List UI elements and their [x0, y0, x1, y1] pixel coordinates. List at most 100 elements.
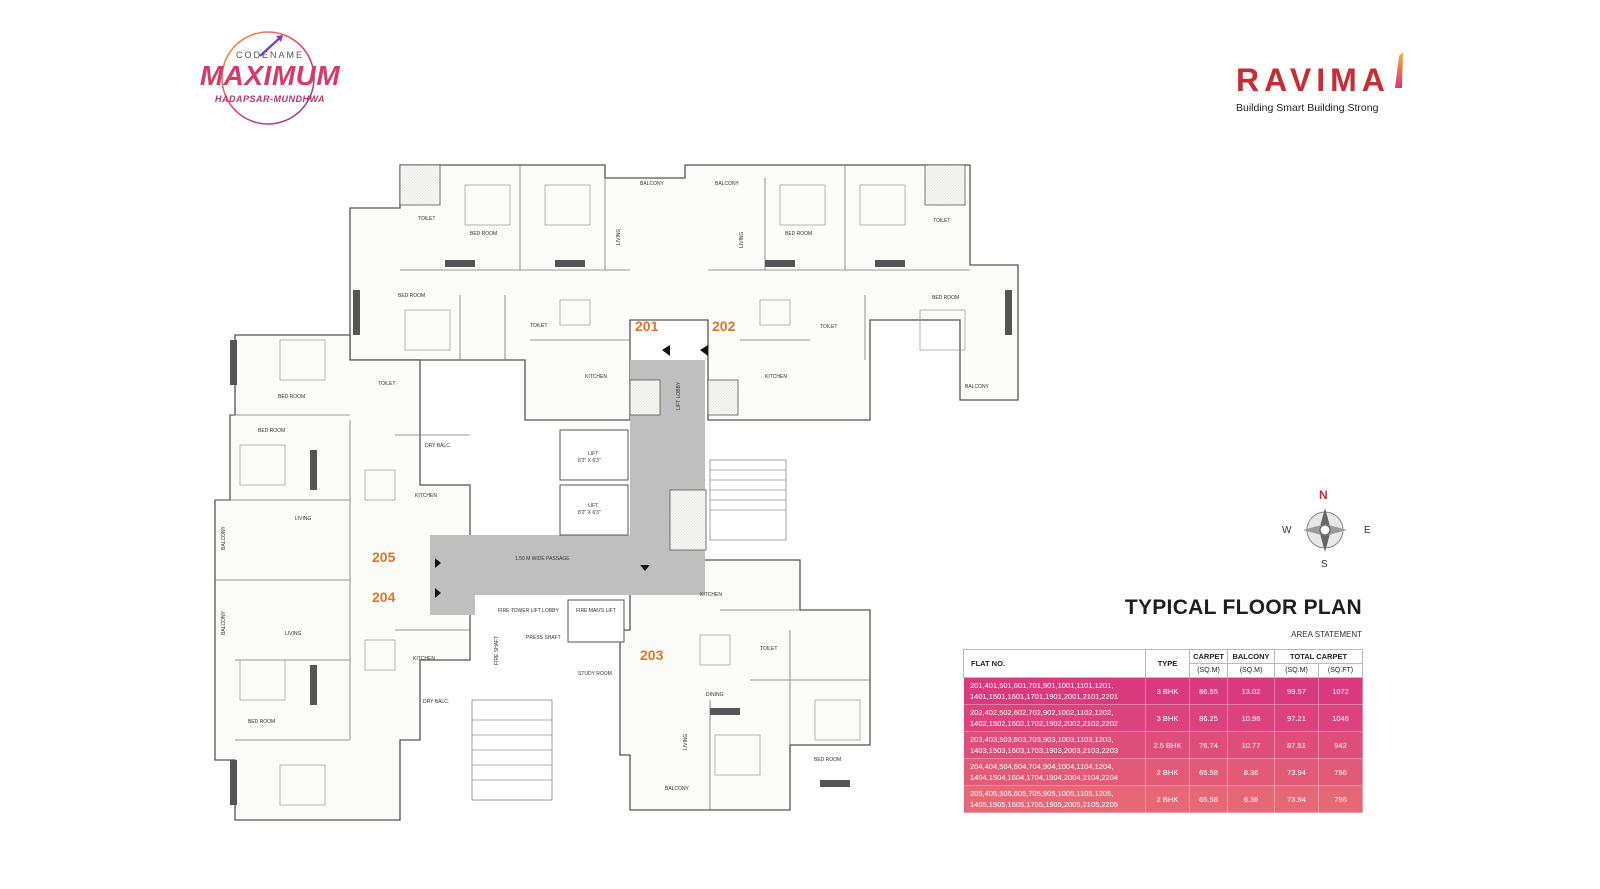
logo-ring-icon: [221, 31, 315, 125]
flat-list: 201,401,501,601,701,901,1001,1101,1201, 1…: [963, 677, 1146, 705]
room-toilet: TOILET: [378, 381, 395, 387]
flat-list-line: 1401,1501,1601,1701,1901,2001,2101,2201: [970, 692, 1119, 701]
room-kitchen: KITCHEN: [585, 374, 607, 380]
lift-lobby-label: LIFT LOBBY: [676, 381, 682, 410]
total-carpet-sqft: 1046: [1318, 704, 1363, 732]
flat-list-line: 201,401,501,601,701,901,1001,1101,1201,: [970, 681, 1114, 690]
flat-number-205: 205: [372, 549, 396, 565]
fire-mans-lift-label: FIRE MAN'S LIFT: [576, 608, 616, 614]
room-kitchen: KITCHEN: [765, 374, 787, 380]
direction-markers: [435, 345, 708, 598]
table-row: 203,403,503,603,703,903,1003,1103,1203, 1…: [963, 731, 1363, 759]
room-living: LIVING: [295, 516, 312, 522]
lift-label-1: LIFT: [588, 451, 598, 457]
room-bed-room: BED ROOM: [258, 428, 285, 434]
room-bed-room: BED ROOM: [785, 231, 812, 237]
table-row: 204,404,504,604,704,904,1004,1104,1204, 1…: [963, 758, 1363, 786]
flat-list-line: 1402,1502,1602,1702,1902,2002,2102,2202: [970, 719, 1119, 728]
header-balcony: BALCONY: [1227, 649, 1275, 664]
core-area: [430, 360, 705, 615]
flat-type: 2 BHK: [1145, 758, 1190, 786]
logo-project-name: MAXIMUM: [199, 60, 341, 91]
carpet-area: 86.25: [1189, 704, 1228, 732]
flat-type: 2.5 BHK: [1145, 731, 1190, 759]
balcony-area: 10.96: [1227, 704, 1275, 732]
header-total-carpet: TOTAL CARPET: [1274, 649, 1363, 664]
lift-size-1: 8'2" X 6'3": [578, 458, 601, 464]
fire-shaft-label: FIRE SHAFT: [494, 636, 500, 665]
room-toilet: TOILET: [933, 218, 950, 224]
total-carpet-sqft: 1072: [1318, 677, 1363, 705]
area-statement-caption: AREA STATEMENT: [1291, 630, 1362, 639]
flat-list: 204,404,504,604,704,904,1004,1104,1204, 1…: [963, 758, 1146, 786]
room-balcony: BALCONY: [221, 525, 227, 550]
flat-list-line: 205,405,505,605,705,905,1005,1105,1205,: [970, 789, 1114, 798]
floor-plan: 1.50 M WIDE PASSAGE LIFT 8'2" X 6'3" LIF…: [210, 160, 1030, 835]
room-living: LIVING: [683, 733, 689, 750]
room-toilet: TOILET: [820, 324, 837, 330]
flat-list: 203,403,503,603,703,903,1003,1103,1203, 1…: [963, 731, 1146, 759]
flat-type: 2 BHK: [1145, 785, 1190, 813]
flat-list-line: 204,404,504,604,704,904,1004,1104,1204,: [970, 762, 1114, 771]
room-dry-balc: DRY BALC.: [425, 443, 451, 449]
brand-tagline: Building Smart Building Strong: [1236, 102, 1379, 114]
total-carpet-sqm: 99.57: [1274, 677, 1319, 705]
room-living: LIVING: [285, 631, 302, 637]
carpet-area: 65.58: [1189, 758, 1228, 786]
room-living: LIVING: [739, 231, 745, 248]
building-outline: [214, 164, 1019, 821]
room-toilet: TOILET: [760, 646, 777, 652]
table-row: 205,405,505,605,705,905,1005,1105,1205, 1…: [963, 785, 1363, 813]
compass-east-label: E: [1364, 525, 1371, 536]
flat-list-line: 203,403,503,603,703,903,1003,1103,1203,: [970, 735, 1114, 744]
interior-walls: [215, 165, 970, 810]
compass-north-label: N: [1319, 488, 1328, 502]
flat-list-line: 1403,1503,1603,1703,1903,2003,2103,2203: [970, 746, 1119, 755]
room-living: LIVING: [616, 228, 622, 245]
carpet-area: 65.58: [1189, 785, 1228, 813]
total-carpet-sqm: 73.94: [1274, 758, 1319, 786]
total-carpet-sqm: 73.94: [1274, 785, 1319, 813]
balcony-area: 10.77: [1227, 731, 1275, 759]
header-flat-no: FLAT NO.: [963, 649, 1146, 678]
fire-tower-lobby-label: FIRE TOWER LIFT LOBBY: [498, 608, 560, 614]
room-bed-room: BED ROOM: [278, 394, 305, 400]
logo-codename: CODENAME: [235, 50, 304, 60]
header-carpet: CARPET: [1189, 649, 1228, 664]
total-carpet-sqft: 942: [1318, 731, 1363, 759]
room-bed-room: BED ROOM: [470, 231, 497, 237]
room-bed-room: BED ROOM: [814, 757, 841, 763]
unit-carpet: (SQ.M): [1189, 663, 1228, 678]
total-carpet-sqft: 796: [1318, 758, 1363, 786]
room-toilet: TOILET: [530, 323, 547, 329]
total-carpet-sqm: 97.21: [1274, 704, 1319, 732]
room-dry-balc: DRY BALC.: [423, 699, 449, 705]
table-header-row: FLAT NO. TYPE CARPET BALCONY TOTAL CARPE…: [963, 649, 1363, 678]
room-toilet: TOILET: [418, 216, 435, 222]
room-kitchen: KITCHEN: [700, 592, 722, 598]
unit-total-sqft: (SQ.FT): [1318, 663, 1363, 678]
compass-rose-icon: [1303, 508, 1347, 552]
table-row: 201,401,501,601,701,901,1001,1101,1201, 1…: [963, 677, 1363, 705]
flat-list-line: 1404,1504,1604,1704,1904,2004,2104,2204: [970, 773, 1119, 782]
brand-name: RAVIMA: [1236, 62, 1390, 98]
flat-list-line: 1405,1505,1605,1705,1905,2005,2105,2205: [970, 800, 1119, 809]
total-carpet-sqm: 87.51: [1274, 731, 1319, 759]
duct-shafts: [399, 164, 966, 551]
room-kitchen: KITCHEN: [413, 656, 435, 662]
flat-type: 3 BHK: [1145, 704, 1190, 732]
north-compass: N W E S: [1282, 488, 1372, 572]
flat-list: 202,402,502,602,702,902,1002,1102,1202,1…: [963, 704, 1146, 732]
flat-list: 205,405,505,605,705,905,1005,1105,1205, 1…: [963, 785, 1146, 813]
balcony-area: 8.36: [1227, 758, 1275, 786]
flat-number-203: 203: [640, 647, 664, 663]
logo-locality: HADAPSAR-MUNDHWA: [215, 94, 325, 104]
brand-logo: RAVIMA Building Smart Building Strong: [1236, 52, 1406, 122]
room-balcony: BALCONY: [665, 786, 690, 792]
area-statement-table: FLAT NO. TYPE CARPET BALCONY TOTAL CARPE…: [963, 649, 1363, 813]
staircases: [471, 459, 787, 801]
total-carpet-sqft: 796: [1318, 785, 1363, 813]
flat-type: 3 BHK: [1145, 677, 1190, 705]
room-balcony: BALCONY: [221, 610, 227, 635]
lift-size-2: 8'2" X 6'3": [578, 510, 601, 516]
